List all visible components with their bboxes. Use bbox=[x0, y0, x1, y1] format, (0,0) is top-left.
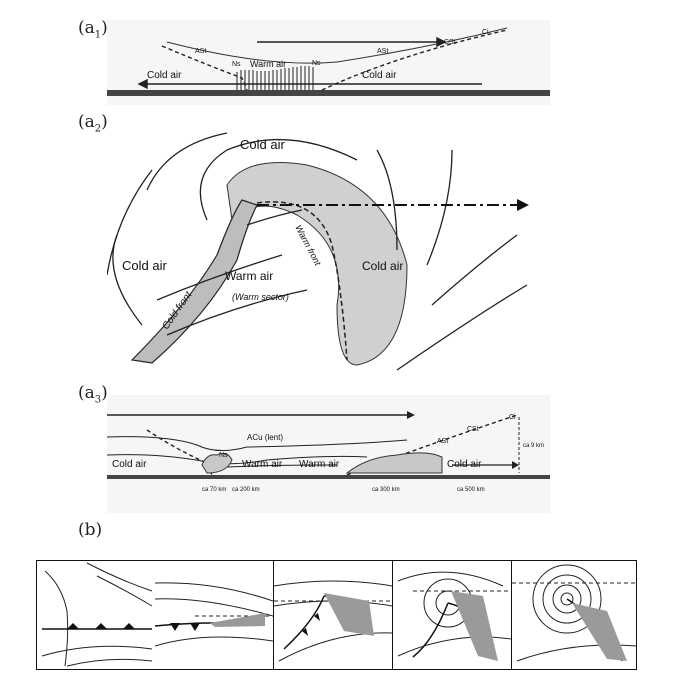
warm-front-surface bbox=[346, 414, 518, 476]
stage-2-box bbox=[155, 560, 274, 670]
cross-section-a3: Cold air Cold air Warm air Warm air ACu … bbox=[106, 395, 550, 513]
a1-ns-left: Ns bbox=[232, 61, 241, 68]
cold-front-line bbox=[283, 595, 325, 650]
circulation-streamlines bbox=[106, 132, 528, 371]
a1-ns-right: Ns bbox=[312, 60, 321, 67]
a3-cold-air-right: Cold air bbox=[447, 459, 482, 470]
a3-ns: Ns bbox=[219, 452, 228, 459]
a3-ast: ASt bbox=[437, 438, 448, 445]
a3-cold-air-left: Cold air bbox=[112, 459, 147, 470]
a3-warm-air-left: Warm air bbox=[242, 459, 283, 470]
ground-surface bbox=[107, 90, 550, 96]
plan-view-a2: Cold air Cold air Cold air Warm air (War… bbox=[106, 125, 550, 377]
panel-label-b: (b) bbox=[78, 520, 103, 540]
surface-flow-arrowhead bbox=[137, 78, 148, 90]
a3-acu-lent: ACu (lent) bbox=[247, 433, 283, 442]
a3-dist-300: ca 300 km bbox=[372, 487, 400, 493]
a3-warm-air-right: Warm air bbox=[299, 459, 340, 470]
a3-ci: Ci bbox=[509, 414, 516, 421]
cold-front-cloud bbox=[201, 452, 233, 474]
precipitation-area bbox=[324, 593, 374, 636]
a2-cold-air-top: Cold air bbox=[240, 137, 285, 152]
a1-ci: Ci bbox=[482, 29, 489, 36]
upper-flow-arrowhead bbox=[436, 36, 447, 48]
precipitation-hatch bbox=[236, 66, 314, 90]
a3-streamlines bbox=[106, 436, 408, 468]
a3-cst: CSt bbox=[467, 426, 479, 433]
a3-dist-70: ca 70 km bbox=[202, 487, 226, 493]
precipitation-area bbox=[210, 613, 265, 627]
a2-cold-air-left: Cold air bbox=[122, 258, 167, 273]
a2-cold-air-right: Cold air bbox=[362, 259, 403, 273]
a1-cst: CSt bbox=[444, 39, 456, 46]
a3-height-scale: ca 9 km bbox=[523, 443, 544, 449]
upper-flow-arrowhead bbox=[407, 411, 415, 419]
stage-1-box bbox=[36, 560, 158, 670]
cross-section-a1: Cold air Cold air Warm air Ns Ns ASt ASt… bbox=[107, 20, 550, 105]
cold-front-surface bbox=[146, 429, 213, 476]
cloud-shield bbox=[226, 162, 408, 366]
panel-label-a1: (a1) bbox=[78, 18, 108, 41]
a1-ast-left: ASt bbox=[195, 48, 206, 55]
a1-warm-air: Warm air bbox=[250, 59, 286, 69]
ground-surface bbox=[107, 475, 550, 479]
warm-front-surface bbox=[321, 29, 508, 91]
panel-label-a2: (a2) bbox=[78, 112, 108, 135]
warm-front-cloud bbox=[345, 452, 443, 474]
precipitation-area bbox=[451, 591, 498, 661]
warm-front-line bbox=[256, 201, 348, 361]
a1-ast-right: ASt bbox=[377, 48, 388, 55]
stage-4-box bbox=[393, 560, 512, 670]
precipitation-area bbox=[572, 603, 627, 661]
stage-3-box bbox=[274, 560, 393, 670]
stage-5-box bbox=[512, 560, 637, 670]
a1-cold-air-left: Cold air bbox=[147, 70, 182, 81]
a2-warm-air: Warm air bbox=[225, 269, 273, 283]
a3-dist-500: ca 500 km bbox=[457, 487, 485, 493]
a2-warm-sector: (Warm sector) bbox=[232, 292, 289, 302]
a1-cold-air-right: Cold air bbox=[362, 70, 397, 81]
steering-flow-arrowhead bbox=[517, 199, 529, 211]
a3-dist-200: ca 200 km bbox=[232, 487, 260, 493]
cloud-top-outline bbox=[166, 27, 508, 64]
panel-label-a3: (a3) bbox=[78, 383, 108, 406]
cold-air-right-arrowhead bbox=[512, 461, 519, 469]
